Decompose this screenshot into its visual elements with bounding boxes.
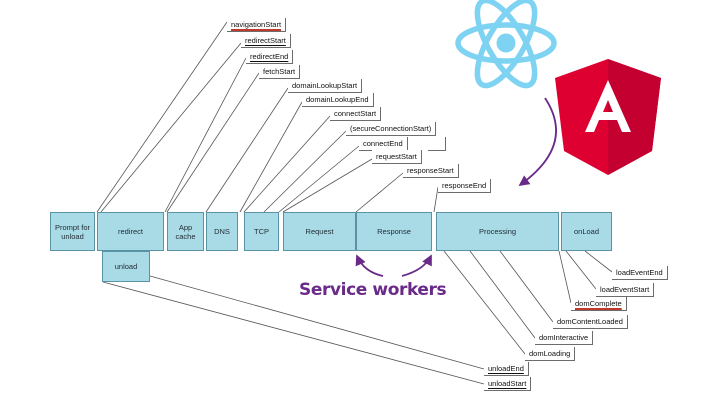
event-domain-lookup-end: domainLookupEnd xyxy=(302,93,374,107)
dns-box: DNS xyxy=(206,212,238,251)
unload-label: unload xyxy=(114,262,138,271)
event-connect-end: connectEnd xyxy=(359,137,408,151)
request-box: Request xyxy=(283,212,356,251)
event-domain-lookup-start: domainLookupStart xyxy=(288,79,363,93)
app-cache-label: App cache xyxy=(175,222,196,241)
service-workers-label: Service workers xyxy=(299,280,447,300)
event-dom-complete: domComplete xyxy=(571,297,627,311)
response-box: Response xyxy=(356,212,432,251)
prompt-for-unload-box: Prompt for unload xyxy=(50,212,95,251)
event-fetch-start: fetchStart xyxy=(259,65,301,79)
request-label: Request xyxy=(305,227,334,236)
processing-label: Processing xyxy=(478,227,517,236)
event-secure-connection-start: (secureConnectionStart) xyxy=(346,122,437,136)
tcp-box: TCP xyxy=(244,212,279,251)
event-connect-end-blank xyxy=(428,137,446,151)
event-connect-start: connectStart xyxy=(330,107,382,121)
event-dom-interactive: domInteractive xyxy=(535,331,594,345)
redirect-label: redirect xyxy=(117,227,143,236)
app-cache-box: App cache xyxy=(167,212,204,251)
onload-label: onLoad xyxy=(573,227,600,236)
angular-logo xyxy=(555,59,661,175)
onload-box: onLoad xyxy=(561,212,612,251)
event-dom-loading: domLoading xyxy=(525,347,576,361)
unload-box: unload xyxy=(102,251,150,282)
event-unload-start: unloadStart xyxy=(484,377,532,391)
event-dom-content-loaded: domContentLoaded xyxy=(553,315,628,329)
event-redirect-start: redirectStart xyxy=(241,34,291,48)
react-logo xyxy=(455,0,557,89)
event-request-start: requestStart xyxy=(372,150,422,164)
event-response-end: responseEnd xyxy=(438,179,492,193)
event-load-event-end: loadEventEnd xyxy=(612,266,668,280)
tcp-label: TCP xyxy=(254,227,269,236)
event-navigation-start: navigationStart xyxy=(227,18,287,32)
redirect-box: redirect xyxy=(97,212,164,251)
response-label: Response xyxy=(377,227,411,236)
bottom-event-leaders xyxy=(102,250,613,385)
top-event-leaders xyxy=(96,21,439,213)
event-load-event-start: loadEventStart xyxy=(596,283,655,297)
framework-arrows xyxy=(355,97,557,277)
dns-label: DNS xyxy=(214,227,230,236)
event-unload-end: unloadEnd xyxy=(484,362,529,376)
prompt-for-unload-label: Prompt for unload xyxy=(54,222,90,241)
event-response-start: responseStart xyxy=(403,164,459,178)
event-redirect-end: redirectEnd xyxy=(246,50,294,64)
processing-box: Processing xyxy=(436,212,559,251)
